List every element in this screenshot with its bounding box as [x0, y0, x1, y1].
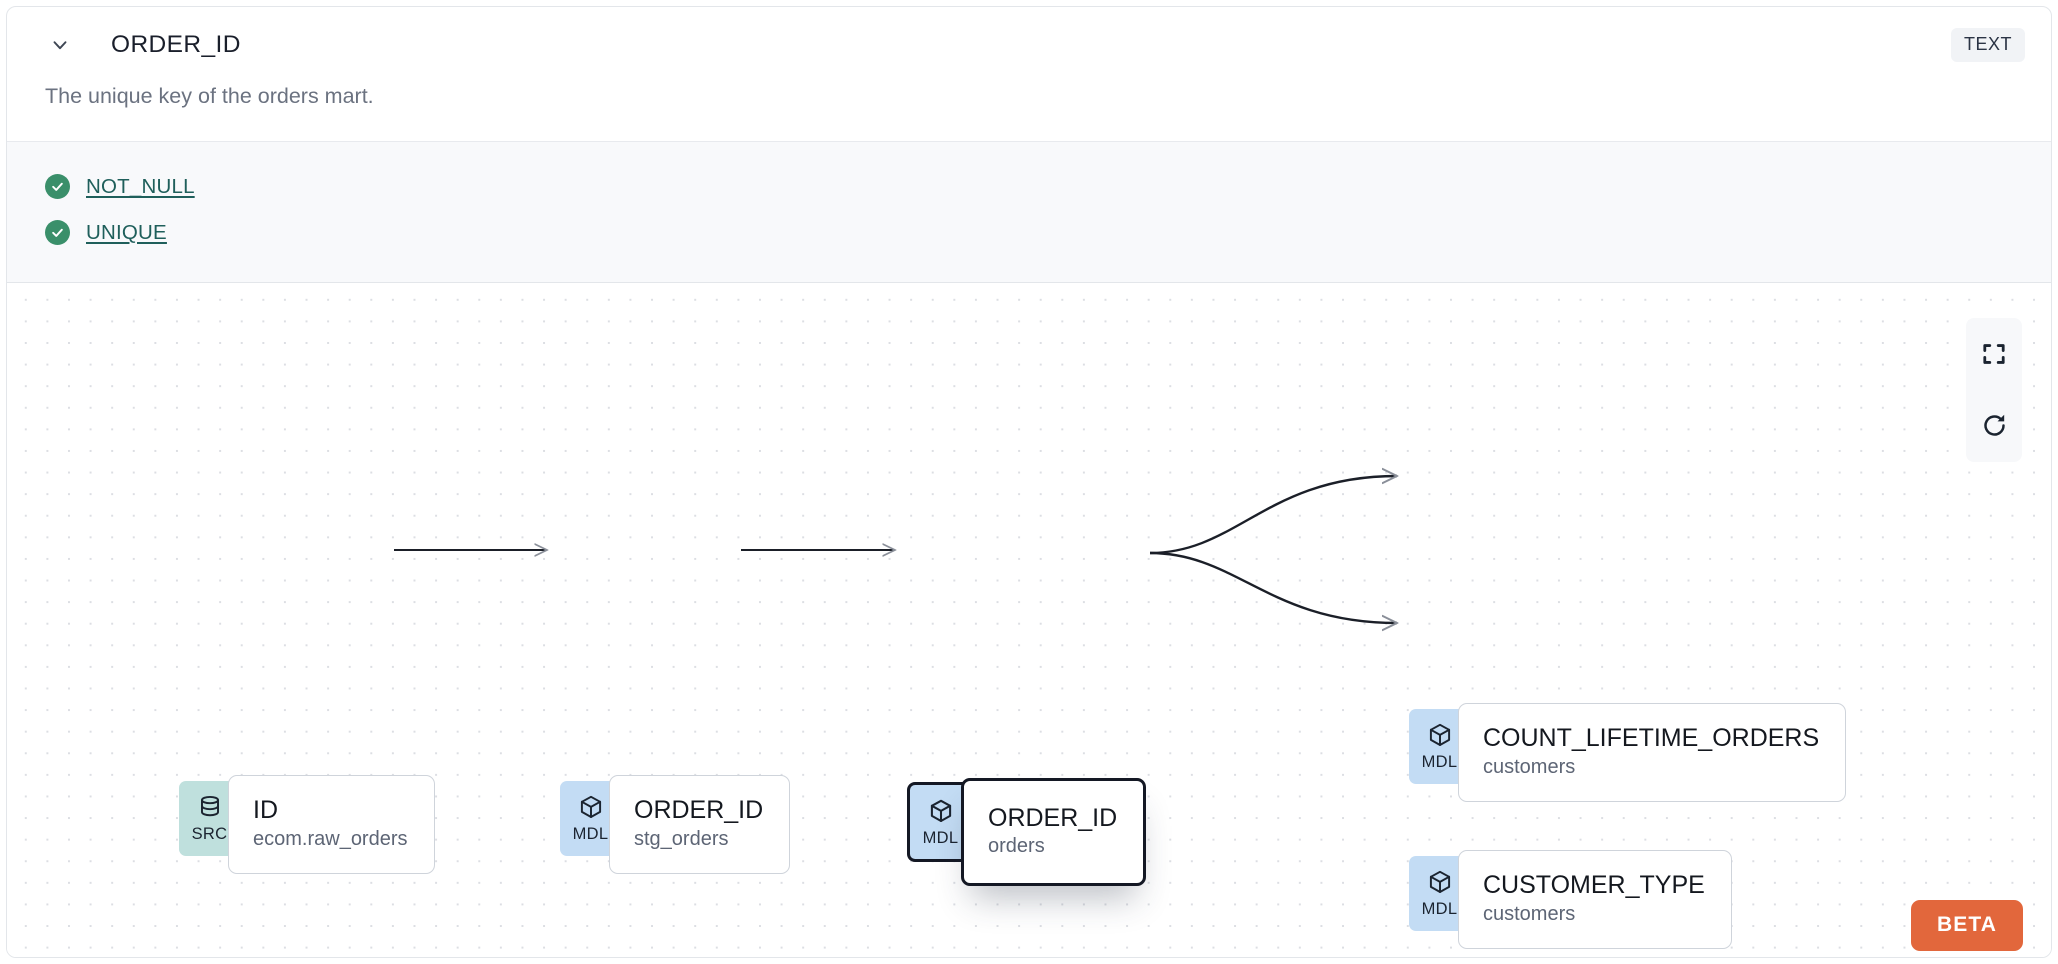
node-subtitle: customers [1483, 755, 1576, 778]
page-title: ORDER_ID [111, 31, 241, 58]
lineage-node-customer-type[interactable]: MDL CUSTOMER_TYPE customers [1409, 849, 1732, 949]
edge-orders-to-count [1149, 476, 1397, 555]
node-card[interactable]: ORDER_ID stg_orders [609, 774, 791, 874]
cube-icon [928, 798, 954, 829]
test-link-not-null[interactable]: NOT_NULL [86, 174, 195, 198]
node-kind-label: MDL [572, 825, 609, 844]
panel-header: ORDER_ID TEXT [7, 7, 2051, 83]
chevron-down-icon[interactable] [45, 30, 75, 60]
canvas-controls [1966, 317, 2022, 462]
node-kind-label: MDL [1421, 900, 1458, 919]
node-name: CUSTOMER_TYPE [1483, 871, 1705, 900]
cube-icon [1427, 869, 1453, 900]
lineage-node-orders-selected[interactable]: MDL ORDER_ID orders [907, 777, 1147, 886]
node-name: COUNT_LIFETIME_ORDERS [1483, 724, 1820, 753]
node-kind-label: MDL [922, 828, 959, 847]
check-circle-icon [45, 174, 70, 200]
check-circle-icon [45, 220, 70, 246]
node-card[interactable]: ORDER_ID orders [961, 777, 1147, 886]
node-subtitle: customers [1483, 902, 1576, 925]
node-kind-label: MDL [1421, 753, 1458, 772]
test-row: NOT_NULL [45, 164, 2013, 210]
node-subtitle: ecom.raw_orders [253, 827, 408, 850]
column-detail-panel: ORDER_ID TEXT The unique key of the orde… [6, 6, 2052, 958]
column-description: The unique key of the orders mart. [45, 84, 374, 108]
node-subtitle: orders [988, 835, 1045, 858]
beta-badge[interactable]: BETA [1910, 899, 2023, 951]
database-icon [197, 794, 223, 825]
fit-screen-icon[interactable] [1966, 318, 2022, 390]
lineage-node-src[interactable]: SRC ID ecom.raw_orders [179, 774, 435, 874]
test-row: UNIQUE [45, 210, 2013, 256]
cube-icon [578, 794, 604, 825]
node-card[interactable]: COUNT_LIFETIME_ORDERS customers [1458, 702, 1847, 802]
column-type-badge: TEXT [1950, 28, 2025, 62]
node-kind-badge: MDL [907, 781, 971, 862]
node-name: ORDER_ID [634, 796, 764, 825]
lineage-node-stg-orders[interactable]: MDL ORDER_ID stg_orders [560, 774, 791, 874]
cube-icon [1427, 722, 1453, 753]
edge-orders-to-customer-type [1149, 551, 1397, 623]
node-name: ORDER_ID [988, 803, 1118, 832]
lineage-node-count-lifetime-orders[interactable]: MDL COUNT_LIFETIME_ORDERS customers [1409, 702, 1847, 802]
node-name: ID [253, 796, 278, 825]
node-card[interactable]: ID ecom.raw_orders [228, 774, 435, 874]
node-kind-label: SRC [191, 825, 228, 844]
refresh-icon[interactable] [1966, 390, 2022, 462]
test-link-unique[interactable]: UNIQUE [86, 220, 167, 244]
node-subtitle: stg_orders [634, 827, 729, 850]
node-card[interactable]: CUSTOMER_TYPE customers [1458, 849, 1732, 949]
lineage-canvas[interactable]: SRC ID ecom.raw_orders MDL ORDE [7, 282, 2051, 957]
tests-section: NOT_NULL UNIQUE [7, 140, 2051, 283]
